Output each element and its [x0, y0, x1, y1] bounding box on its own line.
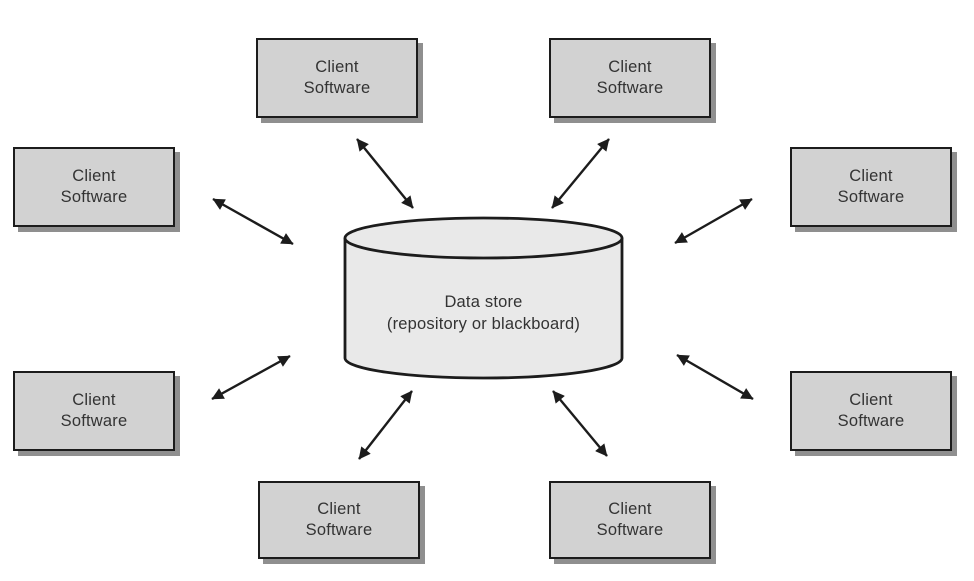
- client-software-label: Client Software: [60, 167, 128, 206]
- client-software-label: Client Software: [305, 500, 373, 539]
- client-software-label: Client Software: [60, 391, 128, 430]
- client-software-box-lower-left: Client Software: [13, 371, 175, 451]
- client-software-label: Client Software: [303, 58, 371, 97]
- arrow-lower-right-icon: [676, 353, 754, 401]
- client-software-label: Client Software: [837, 167, 905, 206]
- client-software-box-top-left: Client Software: [256, 38, 418, 118]
- arrow-middle-left-icon: [212, 197, 294, 246]
- client-software-box-top-right: Client Software: [549, 38, 711, 118]
- client-software-box-bottom-left: Client Software: [258, 481, 420, 559]
- client-software-box-middle-right: Client Software: [790, 147, 952, 227]
- arrow-lower-left-icon: [211, 354, 291, 401]
- datastore-subtitle: (repository or blackboard): [386, 315, 581, 333]
- client-software-box-middle-left: Client Software: [13, 147, 175, 227]
- cylinder-body: [343, 238, 624, 380]
- arrow-bottom-left-icon: [358, 390, 413, 460]
- datastore-title: Data store: [444, 293, 523, 311]
- arrow-top-left-icon: [356, 138, 414, 209]
- arrow-middle-right-icon: [674, 197, 753, 245]
- client-software-box-lower-right: Client Software: [790, 371, 952, 451]
- cylinder-top-ellipse: [343, 216, 624, 260]
- client-software-label: Client Software: [837, 391, 905, 430]
- client-software-box-bottom-right: Client Software: [549, 481, 711, 559]
- client-software-label: Client Software: [596, 500, 664, 539]
- client-software-label: Client Software: [596, 58, 664, 97]
- datastore-label: Data store (repository or blackboard): [345, 291, 622, 335]
- arrow-top-right-icon: [551, 138, 610, 209]
- datastore-cylinder: [343, 216, 624, 380]
- arrow-bottom-right-icon: [552, 390, 608, 457]
